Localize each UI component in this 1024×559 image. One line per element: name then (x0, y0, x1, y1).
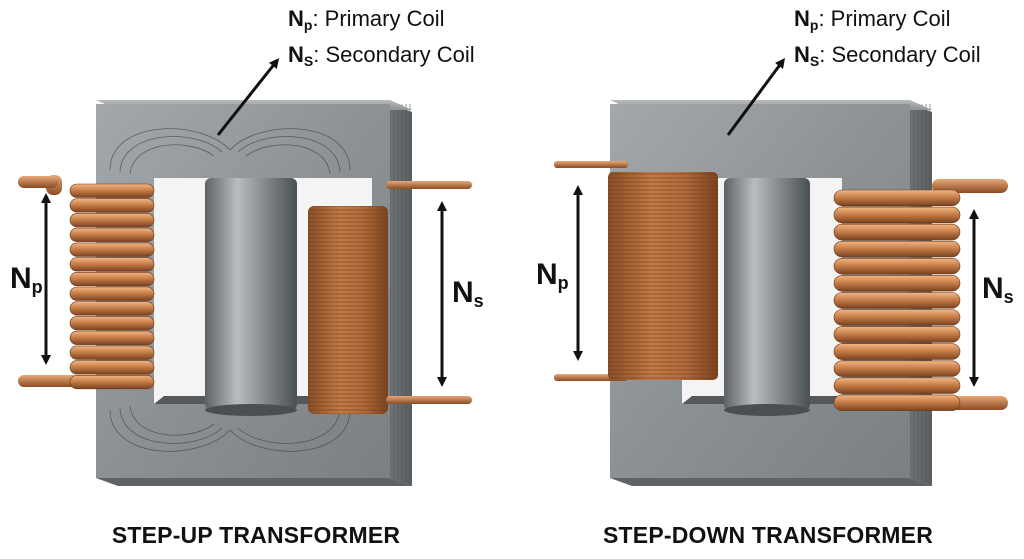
coil-turn (69, 374, 155, 390)
coil-turn (833, 223, 961, 241)
legend-secondary: NS: Secondary Coil (288, 42, 475, 69)
coil-turn (69, 198, 155, 213)
coil-turn (69, 360, 155, 375)
primary-turns-label: Np (10, 262, 43, 297)
legend-primary: Np: Primary Coil (288, 6, 445, 33)
coil-turn (69, 242, 155, 257)
coil-turn (833, 206, 961, 224)
secondary-lead-top (386, 181, 472, 189)
legend-primary: Np: Primary Coil (794, 6, 951, 33)
coil-turn (833, 292, 961, 309)
coil-turn (833, 257, 961, 275)
coil-turn (833, 394, 961, 411)
flux-lines (109, 128, 351, 452)
secondary-turns-label: Ns (452, 276, 484, 311)
secondary-lead-bottom (386, 396, 472, 404)
secondary-coil (833, 189, 961, 411)
step-up-caption: STEP-UP TRANSFORMER (111, 522, 401, 548)
coil-turn (833, 240, 961, 258)
coil-turn (69, 301, 155, 316)
step-up-transformer-illustration (18, 58, 472, 486)
iron-core (96, 104, 390, 478)
coil-turn (69, 183, 155, 198)
step-down-transformer-illustration (554, 57, 1008, 486)
primary-lead-bottom (18, 375, 78, 387)
primary-turns-label: Np (536, 258, 569, 293)
central-limb (724, 178, 810, 410)
step-down-panel: Np: Primary Coil NS: Secondary Coil Np N… (512, 0, 1024, 559)
coil-legend: Np: Primary Coil NS: Secondary Coil (288, 4, 475, 76)
coil-turn (69, 213, 155, 228)
legend-secondary: NS: Secondary Coil (794, 42, 981, 69)
secondary-lead-top (932, 179, 1008, 193)
coil-turn (69, 330, 155, 345)
coil-turn (69, 271, 155, 287)
coil-turn (833, 360, 961, 377)
coil-turn (69, 316, 155, 331)
coil-turn (833, 377, 961, 394)
coil-turn (833, 309, 961, 326)
coil-legend: Np: Primary Coil NS: Secondary Coil (794, 4, 981, 76)
step-down-caption: STEP-DOWN TRANSFORMER (602, 522, 934, 548)
legend-pointer-arrow (216, 58, 280, 136)
coil-turn (833, 343, 961, 360)
primary-lead-top (554, 161, 628, 168)
secondary-turns-label: Ns (982, 272, 1014, 307)
coil-turn (69, 345, 155, 360)
legend-pointer-arrow (726, 57, 785, 136)
primary-coil (69, 183, 155, 390)
coil-turn (833, 189, 961, 206)
coil-turn (833, 275, 961, 292)
coil-turn (69, 257, 155, 272)
coil-turn (69, 286, 155, 301)
central-limb (205, 178, 297, 410)
coil-turn (833, 326, 961, 343)
step-up-panel: Np: Primary Coil NS: Secondary Coil Np N… (10, 4, 484, 548)
coil-turn (69, 227, 155, 242)
